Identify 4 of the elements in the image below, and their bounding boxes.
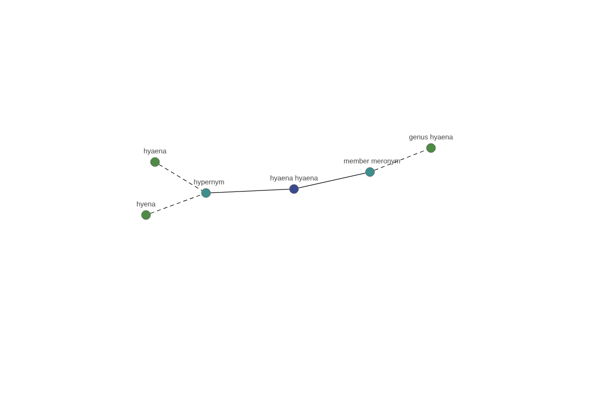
connector <box>298 172 366 188</box>
connector <box>150 194 202 214</box>
connector <box>210 188 290 194</box>
connector <box>158 164 202 191</box>
